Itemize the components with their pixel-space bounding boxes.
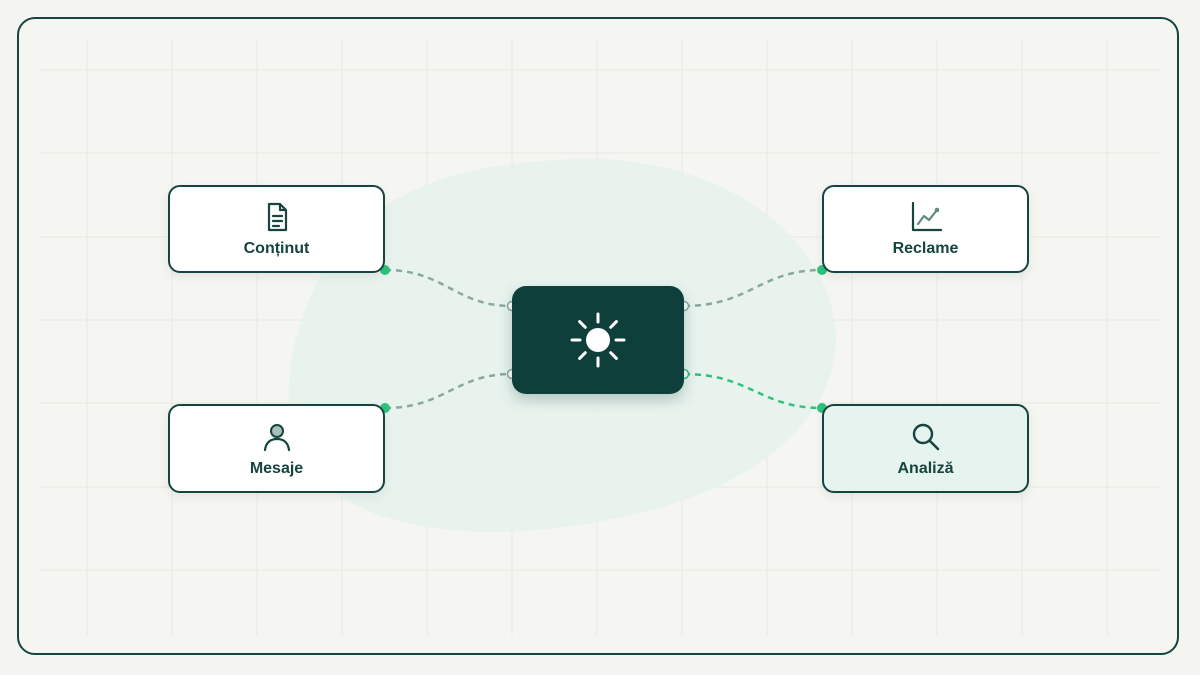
user-icon [263, 423, 290, 451]
node-ads[interactable]: Reclame [822, 185, 1029, 273]
node-analysis-label: Analiză [897, 459, 954, 477]
line-chart-icon [911, 201, 942, 232]
hub-node[interactable] [512, 286, 684, 394]
node-ads-label: Reclame [892, 240, 959, 257]
node-messages-label: Mesaje [249, 459, 304, 477]
connector-analysis [683, 372, 823, 410]
node-analysis[interactable]: Analiză [822, 404, 1029, 493]
connector-messages [384, 372, 513, 410]
magnifier-icon [912, 423, 939, 450]
node-content[interactable]: Conținut [168, 185, 385, 273]
node-content-label: Conținut [243, 240, 310, 257]
document-icon [267, 202, 287, 232]
node-messages[interactable]: Mesaje [168, 404, 385, 493]
sun-icon [570, 312, 626, 368]
connector-ads [683, 268, 823, 308]
connector-content [384, 268, 513, 308]
